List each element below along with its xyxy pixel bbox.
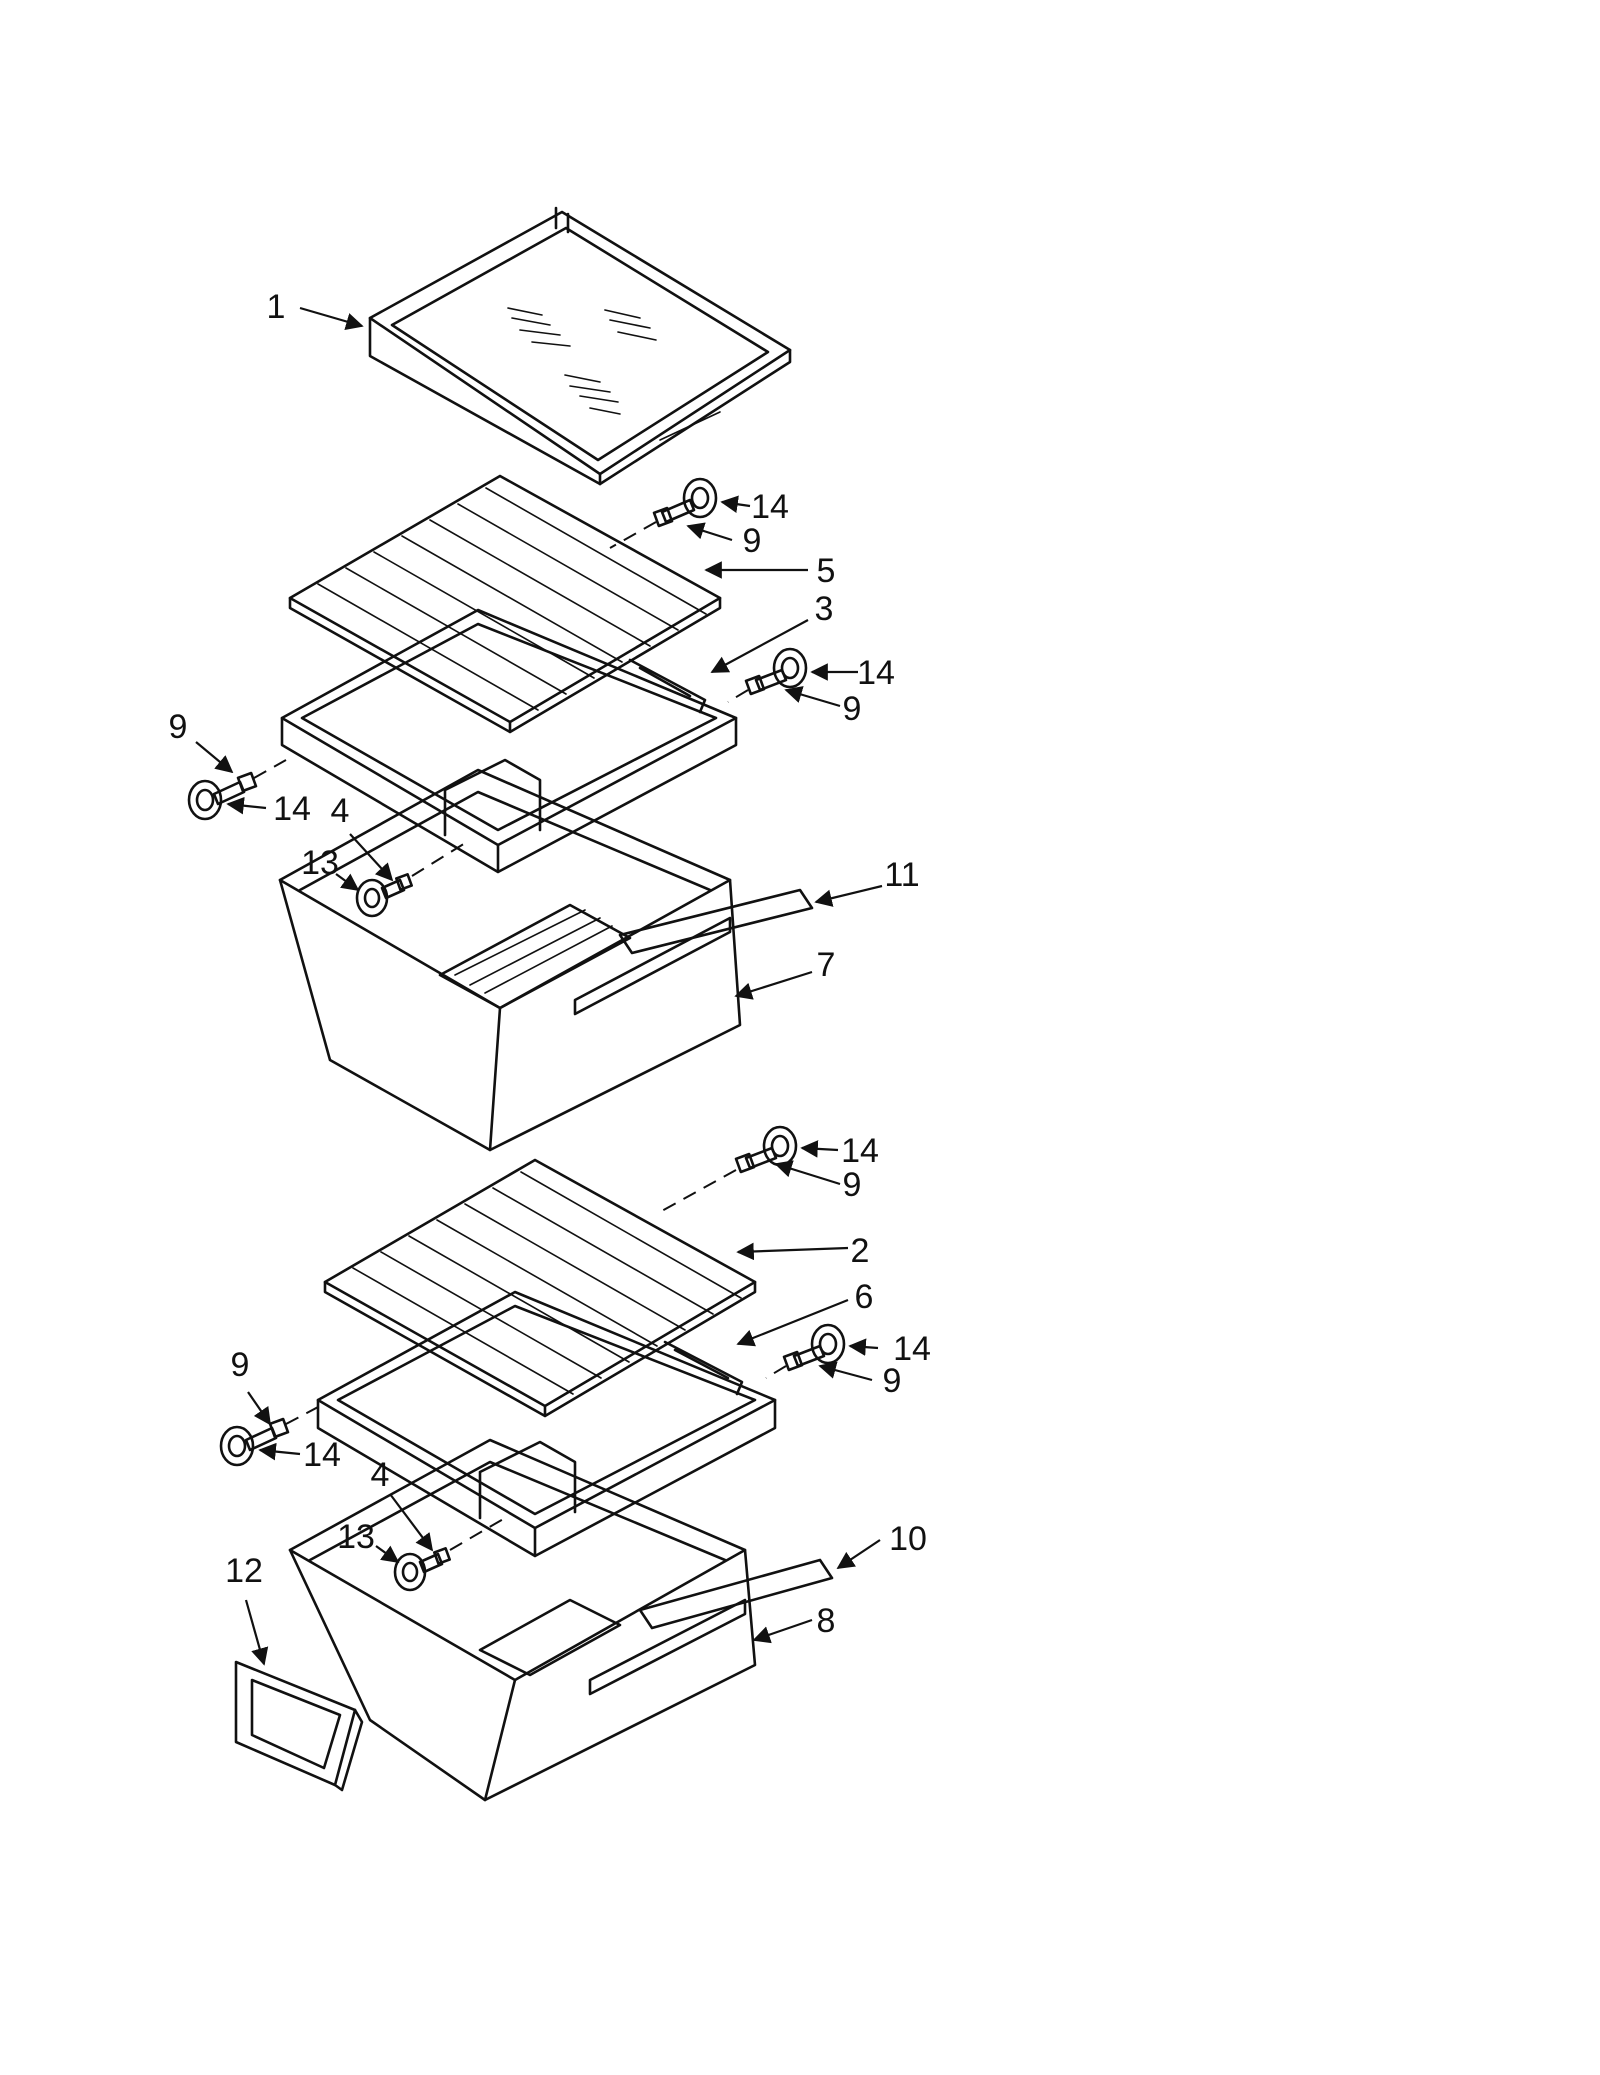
callout-11: 11 (884, 856, 919, 894)
upper-stop-roller-13 (355, 839, 471, 918)
callout-labels: 1 14 9 5 3 14 9 9 14 4 13 11 7 14 9 2 6 … (169, 288, 931, 1640)
lower-stop-roller-13 (393, 1517, 506, 1592)
crisper-frame-part-3 (280, 608, 738, 874)
callout-3: 3 (815, 590, 834, 628)
callout-9: 9 (843, 1166, 862, 1204)
callout-14: 14 (751, 488, 789, 526)
callout-9: 9 (169, 708, 188, 746)
lower-left-roller-assembly (219, 1405, 321, 1467)
callout-9: 9 (843, 690, 862, 728)
callout-1: 1 (267, 288, 286, 326)
callout-14: 14 (841, 1132, 879, 1170)
label-card-part-12 (234, 1660, 364, 1792)
upper-right-roller-assembly-2 (727, 647, 808, 703)
crisper-frame-part-6 (316, 1290, 777, 1558)
callout-5: 5 (817, 552, 836, 590)
crisper-cover-part-2 (323, 1158, 757, 1418)
leader-lines (195, 306, 883, 1666)
callout-13: 13 (301, 844, 339, 882)
crisper-drawer-part-8 (288, 1438, 757, 1802)
callout-2: 2 (851, 1232, 870, 1270)
glass-shelf-part-1 (368, 206, 792, 486)
callout-6: 6 (855, 1278, 874, 1316)
callout-12: 12 (225, 1552, 263, 1590)
callout-10: 10 (889, 1520, 927, 1558)
lower-right-roller-assembly (659, 1125, 798, 1213)
callout-14: 14 (273, 790, 311, 828)
upper-right-roller-assembly (609, 477, 718, 549)
callout-9: 9 (883, 1362, 902, 1400)
callout-13: 13 (337, 1518, 375, 1556)
callout-4: 4 (331, 792, 350, 830)
callout-14: 14 (893, 1330, 931, 1368)
crisper-drawer-part-7 (278, 768, 742, 1152)
drawer-trim-part-10 (638, 1558, 834, 1630)
callout-14: 14 (303, 1436, 341, 1474)
callout-7: 7 (817, 946, 836, 984)
callout-14: 14 (857, 654, 895, 692)
callout-9: 9 (231, 1346, 250, 1384)
callout-4: 4 (371, 1456, 390, 1494)
crisper-cover-part-5 (288, 474, 722, 734)
callout-8: 8 (817, 1602, 836, 1640)
callout-9: 9 (743, 522, 762, 560)
upper-left-roller-assembly (187, 759, 287, 821)
drawer-trim-part-11 (618, 888, 814, 955)
